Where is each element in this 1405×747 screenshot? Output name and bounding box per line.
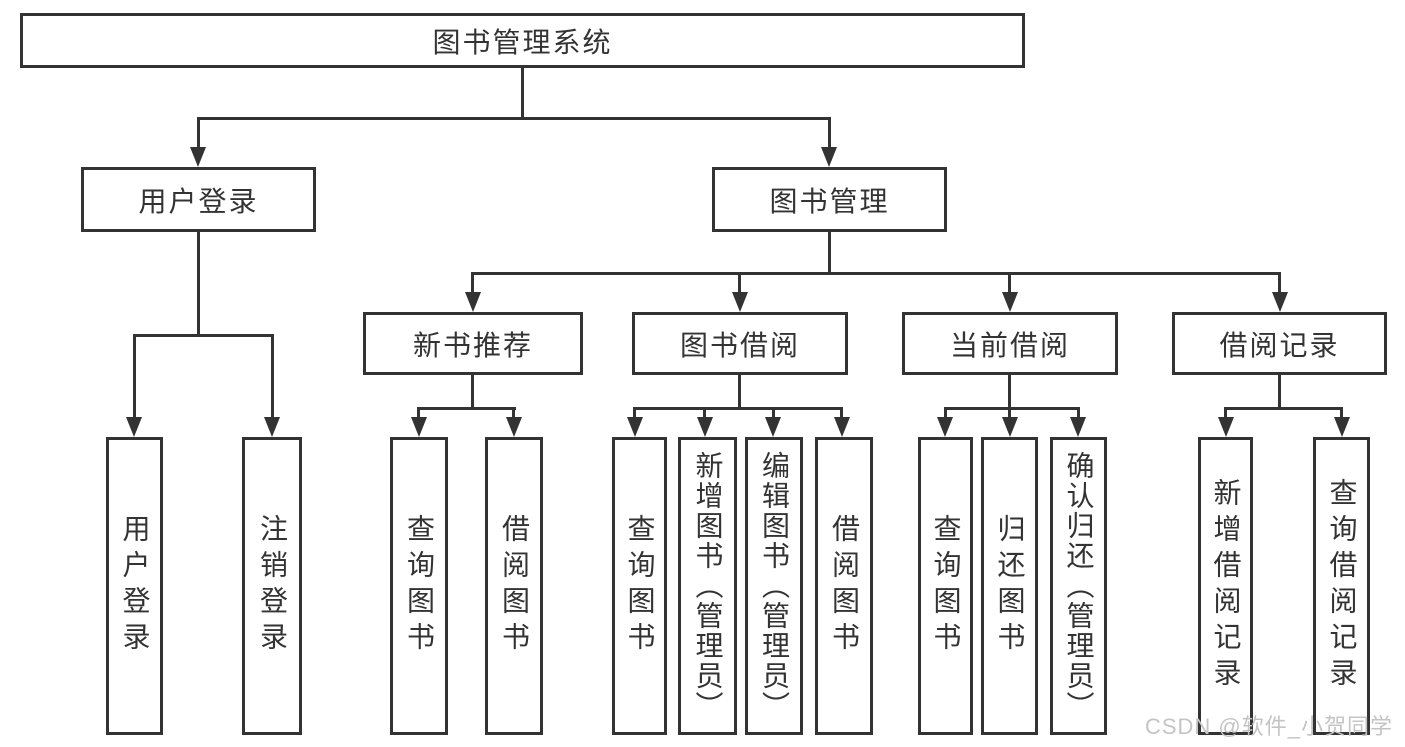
node-new-book-recommend: 新书推荐 bbox=[363, 312, 583, 375]
connector-drop bbox=[471, 375, 474, 409]
node-book-borrow: 图书借阅 bbox=[632, 312, 848, 375]
leaf-borrow-books-recommend: 借阅图书 bbox=[485, 437, 543, 735]
connector-stub bbox=[772, 407, 775, 420]
node-current-borrow: 当前借阅 bbox=[902, 312, 1118, 375]
connector-stub bbox=[1340, 407, 1343, 420]
leaf-query-books-borrow: 查询图书 bbox=[612, 437, 667, 735]
connector-rail bbox=[633, 407, 843, 410]
node-label: 图书借阅 bbox=[679, 329, 800, 361]
leaf-label: 用户登录 bbox=[119, 514, 151, 658]
node-label: 新书推荐 bbox=[412, 329, 533, 361]
leaf-borrow-books: 借阅图书 bbox=[815, 437, 873, 735]
arrow-down-icon bbox=[1002, 417, 1018, 437]
arrow-down-icon bbox=[264, 417, 280, 437]
connector-stub bbox=[840, 407, 843, 420]
arrow-down-icon bbox=[465, 292, 481, 312]
connector-user-login-drop bbox=[197, 232, 200, 337]
connector-drop-book-mgmt bbox=[828, 117, 831, 151]
connector-stub bbox=[944, 407, 947, 420]
arrow-down-icon bbox=[834, 417, 850, 437]
connector-stub bbox=[133, 334, 136, 420]
connector-stub bbox=[1008, 407, 1011, 420]
watermark: CSDN @软件_小贺同学 bbox=[1144, 714, 1393, 739]
leaf-return-books: 归还图书 bbox=[981, 437, 1038, 735]
connector-rail-level3 bbox=[471, 272, 1281, 275]
leaf-label: 确认归还（管理员） bbox=[1063, 451, 1095, 721]
leaf-edit-books-admin: 编辑图书（管理员） bbox=[745, 437, 803, 735]
leaf-label: 查询图书 bbox=[404, 514, 435, 658]
leaf-label: 借阅图书 bbox=[829, 514, 860, 658]
node-label: 借阅记录 bbox=[1219, 329, 1340, 361]
connector-stub bbox=[1077, 407, 1080, 420]
leaf-query-borrow-record: 查询借阅记录 bbox=[1313, 437, 1370, 735]
connector-stub bbox=[471, 272, 474, 296]
leaf-add-borrow-record: 新增借阅记录 bbox=[1198, 437, 1253, 735]
connector-book-mgmt-drop bbox=[828, 232, 831, 275]
leaf-logout: 注销登录 bbox=[242, 437, 302, 735]
arrow-down-icon bbox=[697, 417, 713, 437]
node-book-management-label: 图书管理 bbox=[769, 185, 890, 217]
leaf-confirm-return-admin: 确认归还（管理员） bbox=[1050, 437, 1107, 735]
arrow-down-icon bbox=[506, 417, 522, 437]
connector-drop bbox=[1008, 375, 1011, 409]
node-root: 图书管理系统 bbox=[20, 13, 1025, 68]
connector-stub bbox=[417, 407, 420, 420]
arrow-down-icon bbox=[126, 417, 142, 437]
connector-stub bbox=[1224, 407, 1227, 420]
arrow-down-icon bbox=[765, 417, 781, 437]
connector-stub bbox=[1008, 272, 1011, 296]
connector-stub bbox=[738, 272, 741, 296]
connector-stub bbox=[1278, 272, 1281, 296]
node-label: 当前借阅 bbox=[949, 329, 1070, 361]
connector-rail bbox=[417, 407, 516, 410]
leaf-label: 新增借阅记录 bbox=[1210, 478, 1242, 694]
leaf-query-books-current: 查询图书 bbox=[918, 437, 973, 735]
leaf-label: 借阅图书 bbox=[499, 514, 530, 658]
leaf-label: 注销登录 bbox=[257, 514, 288, 658]
leaf-label: 查询借阅记录 bbox=[1326, 478, 1358, 694]
leaf-label: 查询图书 bbox=[624, 514, 656, 658]
arrow-down-icon bbox=[627, 417, 643, 437]
connector-stub bbox=[271, 334, 274, 420]
arrow-down-icon bbox=[732, 292, 748, 312]
arrow-down-icon bbox=[937, 417, 953, 437]
node-root-label: 图书管理系统 bbox=[432, 26, 613, 58]
arrow-down-icon bbox=[821, 147, 837, 167]
leaf-label: 编辑图书（管理员） bbox=[759, 451, 790, 721]
leaf-label: 新增图书（管理员） bbox=[692, 451, 724, 721]
connector-rail-user-login bbox=[133, 334, 274, 337]
connector-rail bbox=[944, 407, 1080, 410]
node-borrow-records: 借阅记录 bbox=[1172, 312, 1387, 375]
node-user-login-label: 用户登录 bbox=[138, 185, 259, 217]
arrow-down-icon bbox=[1334, 417, 1350, 437]
connector-rail-level2 bbox=[197, 117, 831, 120]
connector-drop-user-login bbox=[197, 117, 200, 151]
connector-rail bbox=[1224, 407, 1343, 410]
leaf-label: 归还图书 bbox=[994, 514, 1026, 658]
arrow-down-icon bbox=[1218, 417, 1234, 437]
arrow-down-icon bbox=[1002, 292, 1018, 312]
arrow-down-icon bbox=[190, 147, 206, 167]
arrow-down-icon bbox=[411, 417, 427, 437]
leaf-label: 查询图书 bbox=[930, 514, 962, 658]
connector-stub bbox=[703, 407, 706, 420]
connector-drop bbox=[1278, 375, 1281, 409]
connector-stub bbox=[633, 407, 636, 420]
connector-drop bbox=[738, 375, 741, 409]
leaf-add-books-admin: 新增图书（管理员） bbox=[678, 437, 737, 735]
arrow-down-icon bbox=[1070, 417, 1086, 437]
node-user-login: 用户登录 bbox=[81, 167, 316, 232]
connector-root-drop bbox=[521, 68, 524, 120]
node-book-management: 图书管理 bbox=[712, 167, 947, 232]
connector-stub bbox=[512, 407, 515, 420]
leaf-query-books-recommend: 查询图书 bbox=[390, 437, 448, 735]
arrow-down-icon bbox=[1272, 292, 1288, 312]
leaf-user-login: 用户登录 bbox=[106, 437, 163, 735]
